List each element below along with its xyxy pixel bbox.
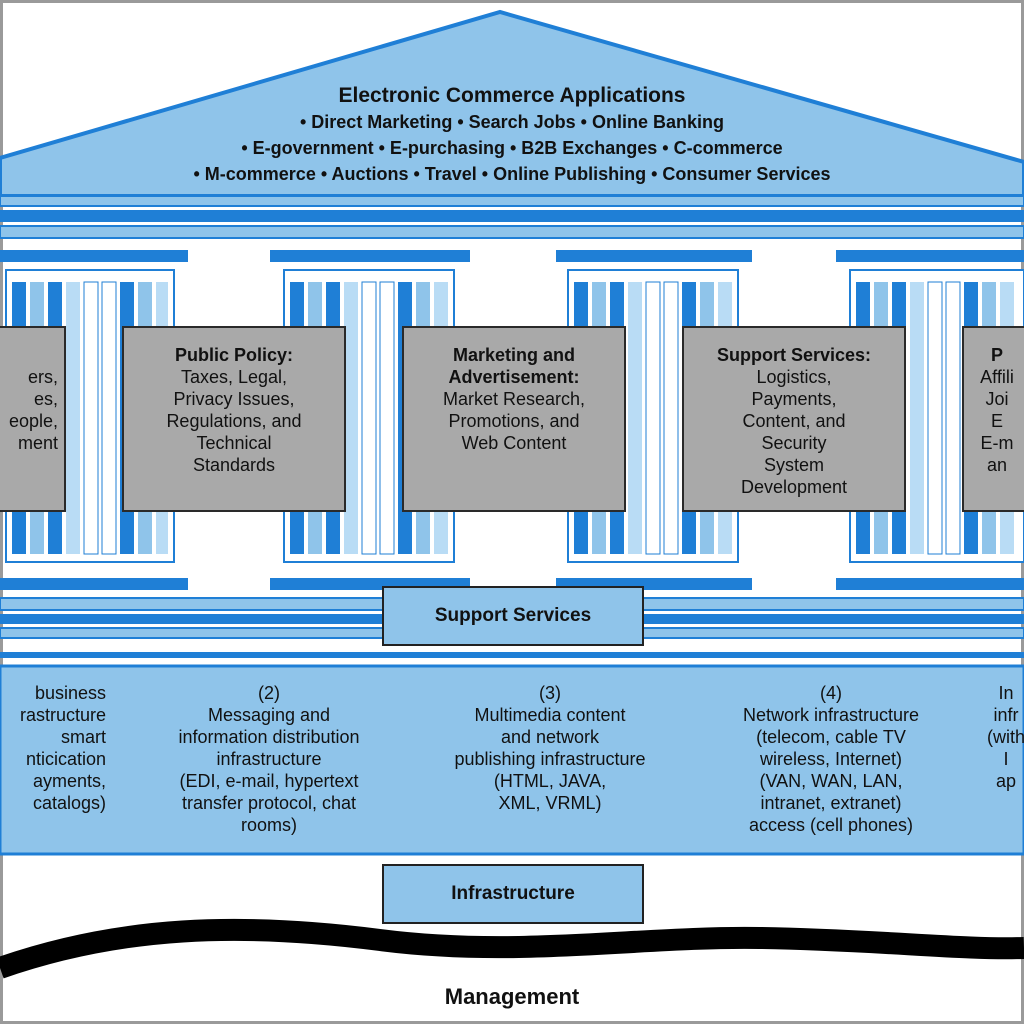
management-curve — [0, 918, 1024, 979]
infrastructure-band — [0, 664, 1024, 856]
infrastructure-column-1: business rastructure smart nticication a… — [19, 683, 106, 813]
foundation-top-line — [0, 652, 1024, 658]
pillar-body: ers, es, eople, ment — [8, 367, 58, 453]
support-services-label: Support Services — [382, 586, 644, 646]
roof-title: Electronic Commerce Applications — [338, 84, 686, 107]
pillar-box-marketing: Marketing and Advertisement: Market Rese… — [402, 326, 626, 512]
infrastructure-label: Infrastructure — [382, 864, 644, 924]
column-capital — [556, 250, 752, 262]
roof-line-1: • Direct Marketing • Search Jobs • Onlin… — [299, 112, 724, 132]
pillar-box-partial-right: P Affili Joi E E-m an — [962, 326, 1024, 512]
entablature-band — [0, 195, 1024, 207]
pillar-body: Taxes, Legal, Privacy Issues, Regulation… — [166, 367, 302, 475]
pillar-body: Market Research, Promotions, and Web Con… — [442, 389, 586, 453]
pillar-heading: P — [990, 345, 1003, 365]
entablature-band — [0, 225, 1024, 239]
roof-line-3: • M-commerce • Auctions • Travel • Onlin… — [193, 164, 831, 184]
management-label: Management — [444, 984, 580, 1009]
pillar-heading: Support Services: — [716, 345, 872, 365]
pillar-box-public-policy: Public Policy: Taxes, Legal, Privacy Iss… — [122, 326, 346, 512]
column-base — [0, 578, 188, 590]
column-capital — [836, 250, 1024, 262]
column-capital — [270, 250, 470, 262]
entablature-band — [0, 210, 1024, 222]
infrastructure-column-2: (2) Messaging and information distributi… — [178, 683, 360, 835]
pillar-box-support-services: Support Services: Logistics, Payments, C… — [682, 326, 906, 512]
column-capital — [0, 250, 188, 262]
pillar-body: Affili Joi E E-m an — [980, 367, 1014, 475]
infrastructure-column-5: In infr (with I ap — [986, 683, 1024, 791]
pillar-heading: Public Policy: — [174, 345, 294, 365]
pillar-body: Logistics, Payments, Content, and Securi… — [740, 367, 848, 497]
infrastructure-column-4: (4) Network infrastructure (telecom, cab… — [742, 683, 920, 835]
pillar-box-partial-left: ers, es, eople, ment — [0, 326, 66, 512]
roof-triangle — [0, 9, 1024, 198]
infrastructure-column-3: (3) Multimedia content and network publi… — [454, 683, 646, 813]
pillar-heading: Marketing and Advertisement: — [448, 345, 580, 387]
roof-line-2: • E-government • E-purchasing • B2B Exch… — [241, 138, 783, 158]
column-base — [836, 578, 1024, 590]
